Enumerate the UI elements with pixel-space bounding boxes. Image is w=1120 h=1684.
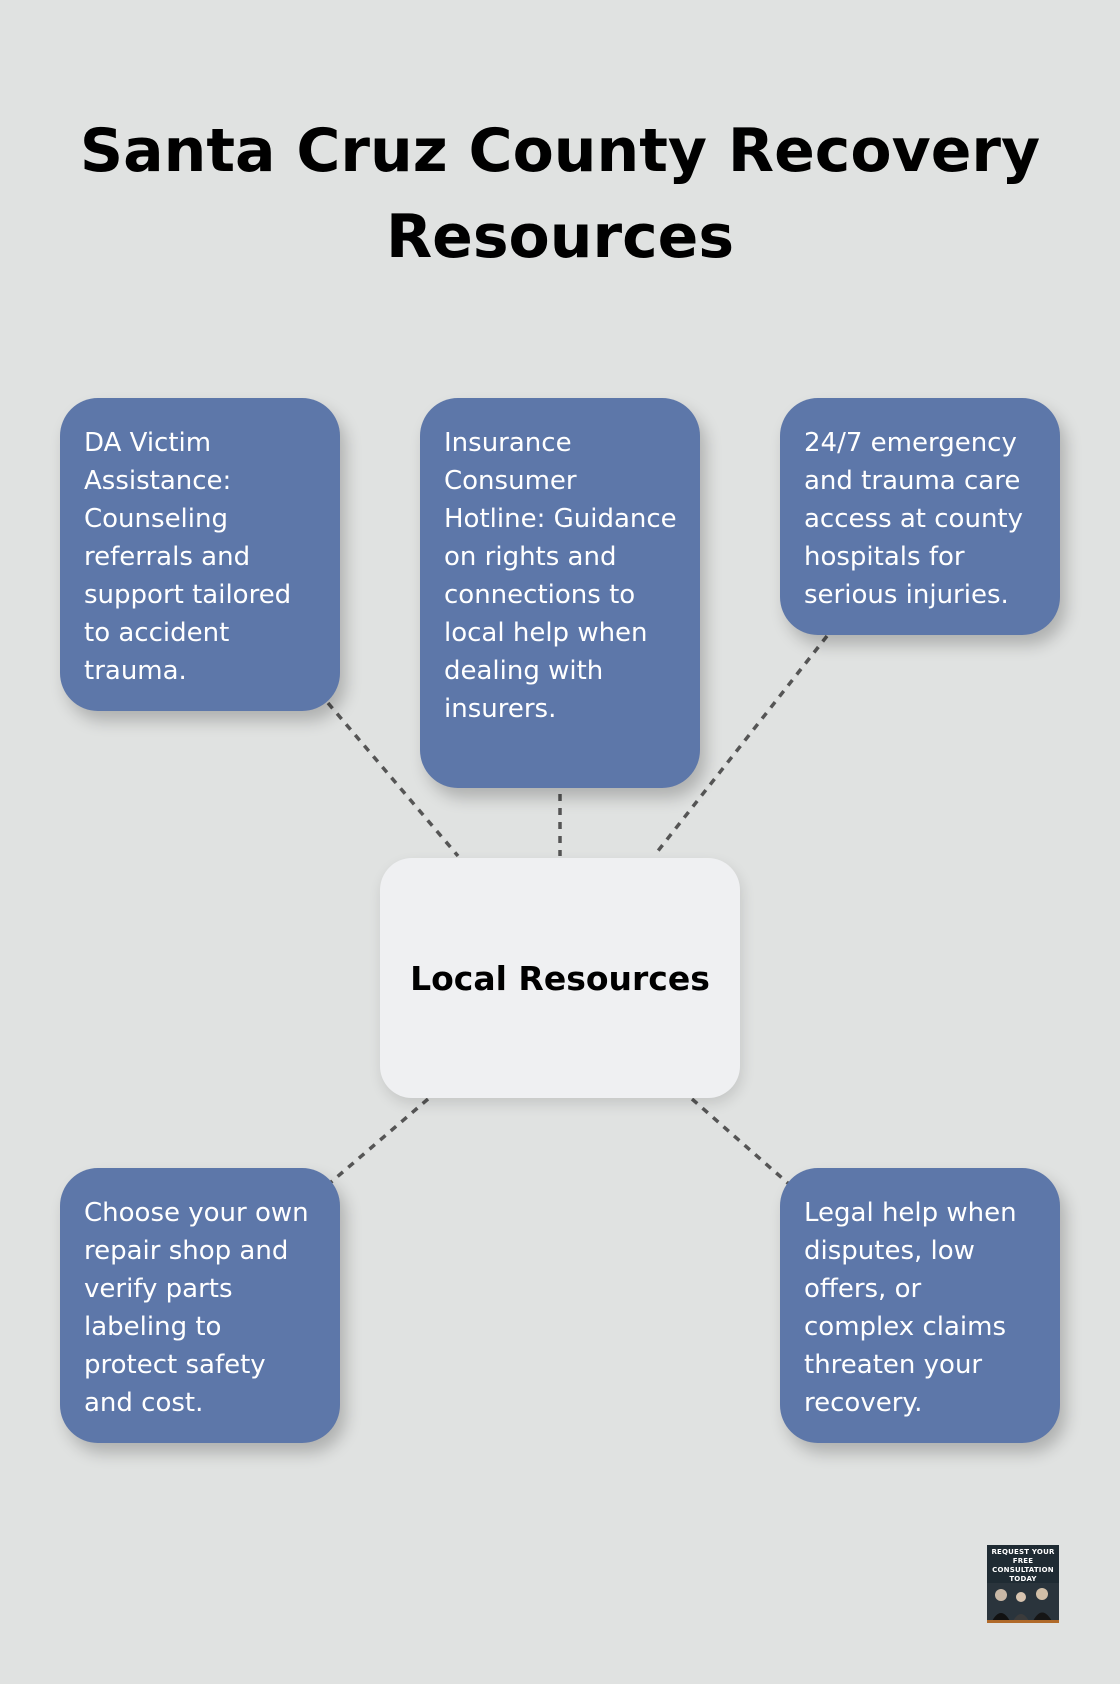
node-repair-shop: Choose your own repair shop and verify p… <box>60 1168 340 1443</box>
node-insurance-hotline: Insurance Consumer Hotline: Guidance on … <box>420 398 700 788</box>
node-text: Choose your own repair shop and verify p… <box>84 1198 309 1418</box>
node-da-victim-assistance: DA Victim Assistance: Counseling referra… <box>60 398 340 711</box>
node-text: Legal help when disputes, low offers, or… <box>804 1198 1017 1418</box>
badge-text: REQUEST YOUR FREE CONSULTATION TODAY <box>991 1548 1055 1583</box>
connector-legal-help <box>690 1097 792 1187</box>
consultation-badge[interactable]: REQUEST YOUR FREE CONSULTATION TODAY <box>987 1545 1059 1623</box>
node-text: DA Victim Assistance: Counseling referra… <box>84 428 292 686</box>
node-text: 24/7 emergency and trauma care access at… <box>804 428 1024 610</box>
node-text: Insurance Consumer Hotline: Guidance on … <box>444 428 677 724</box>
people-photo-icon <box>987 1583 1059 1623</box>
center-label: Local Resources <box>410 958 710 998</box>
node-legal-help: Legal help when disputes, low offers, or… <box>780 1168 1060 1443</box>
connector-repair-shop <box>328 1097 430 1185</box>
node-emergency-care: 24/7 emergency and trauma care access at… <box>780 398 1060 635</box>
connector-emergency-care <box>652 634 829 858</box>
connector-da-victim-assistance <box>326 701 460 858</box>
page-title: Santa Cruz County Recovery Resources <box>79 116 1041 272</box>
center-node: Local Resources <box>380 858 740 1098</box>
